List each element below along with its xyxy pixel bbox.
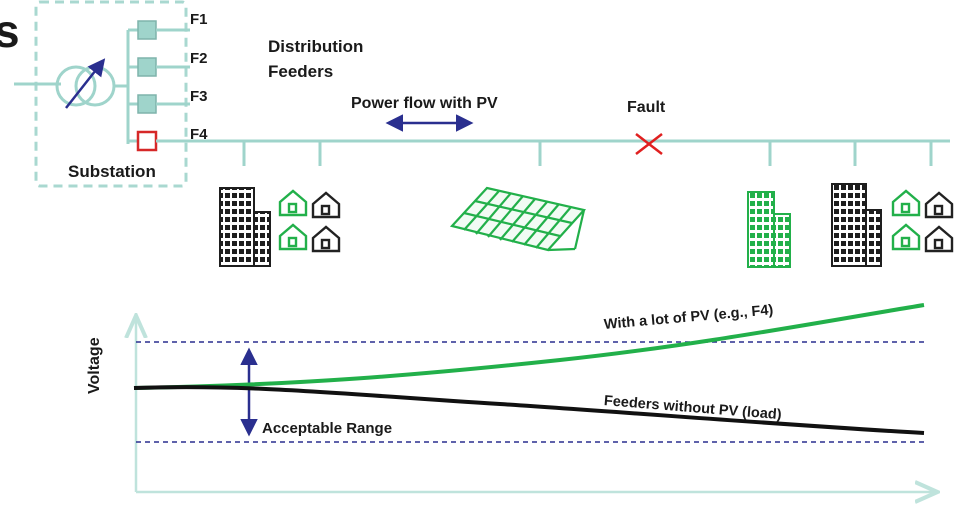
feeder-drops — [242, 141, 933, 166]
voltage-axis-label: Voltage — [86, 337, 103, 394]
feeder-label-f3: F3 — [190, 88, 208, 105]
feeder-f4 — [128, 130, 950, 152]
office-building-icon — [831, 183, 882, 267]
breaker-icon — [137, 57, 157, 77]
acceptable-range-label: Acceptable Range — [262, 420, 393, 437]
feeder-f2 — [128, 57, 190, 77]
office-building-icon — [747, 191, 791, 268]
fault-label: Fault — [627, 99, 666, 116]
distribution-label-line1: Distribution — [268, 37, 364, 56]
solar-panel-icon — [449, 186, 587, 252]
house-icon — [278, 189, 341, 253]
power-flow-label: Power flow with PV — [351, 95, 498, 112]
substation-label: Substation — [68, 162, 156, 181]
transformer-icon — [55, 58, 116, 109]
feeder-label-f1: F1 — [190, 11, 208, 28]
house-icon — [891, 189, 954, 253]
breaker-icon — [137, 94, 157, 114]
curve-without-pv — [133, 385, 925, 435]
fault-x-icon — [635, 133, 663, 155]
curve-with-pv — [133, 303, 925, 390]
feeder-f3 — [128, 94, 190, 114]
feeder-label-f2: F2 — [190, 50, 208, 67]
breaker-icon — [137, 20, 157, 40]
breaker-icon — [136, 130, 158, 152]
feeder-label-f4: F4 — [190, 126, 208, 143]
title-fragment: s — [0, 5, 20, 57]
feeder-f1 — [128, 20, 190, 40]
office-building-icon — [219, 187, 271, 267]
distribution-label-line2: Feeders — [268, 62, 334, 81]
